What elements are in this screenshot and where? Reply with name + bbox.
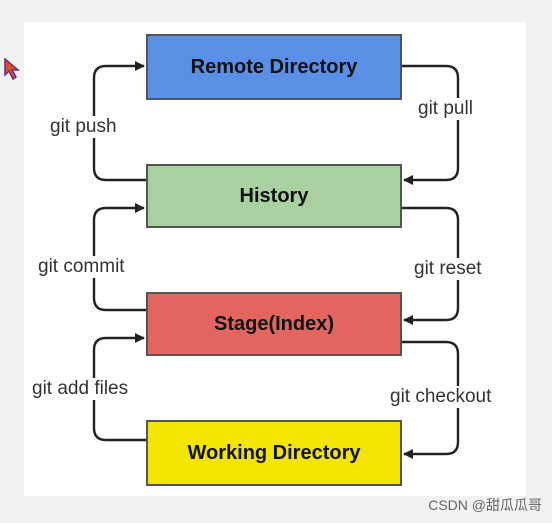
watermark: CSDN @甜瓜瓜哥 bbox=[428, 497, 542, 513]
node-label: Remote Directory bbox=[190, 55, 358, 78]
mouse-pointer-icon bbox=[4, 57, 22, 85]
node-stage-index: Stage(Index) bbox=[146, 292, 402, 356]
label-git-checkout: git checkout bbox=[390, 386, 492, 408]
node-label: Stage(Index) bbox=[213, 312, 335, 335]
node-working-directory: Working Directory bbox=[146, 420, 402, 486]
label-git-commit: git commit bbox=[38, 256, 125, 278]
diagram-canvas: Remote Directory History Stage(Index) Wo… bbox=[24, 22, 526, 496]
label-git-pull: git pull bbox=[418, 98, 473, 120]
label-git-add-files: git add files bbox=[32, 378, 129, 400]
node-remote-directory: Remote Directory bbox=[146, 34, 402, 100]
node-history: History bbox=[146, 164, 402, 228]
node-label: History bbox=[239, 184, 309, 207]
label-git-reset: git reset bbox=[414, 258, 482, 280]
node-label: Working Directory bbox=[187, 441, 361, 464]
label-git-push: git push bbox=[50, 116, 117, 138]
edge-git-pull bbox=[402, 64, 460, 185]
